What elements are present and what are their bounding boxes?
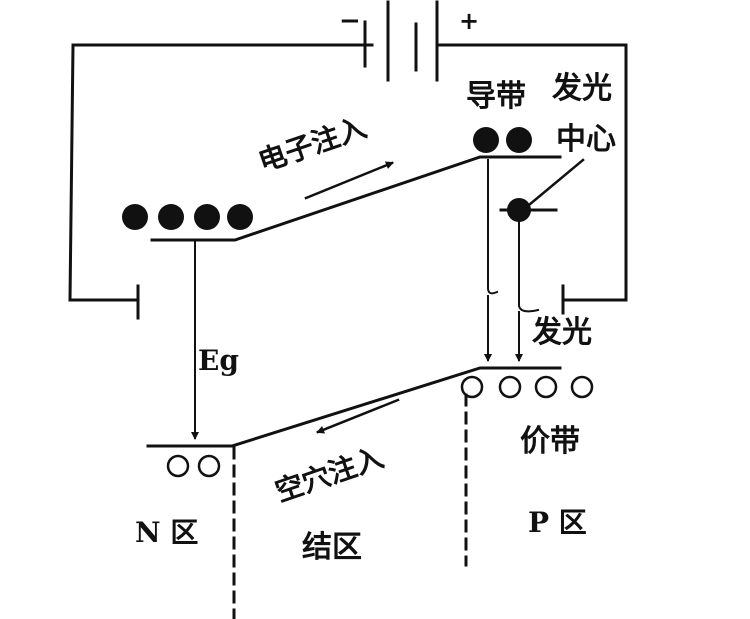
p-side-holes — [460, 375, 594, 399]
band-gap-label: Eg — [198, 344, 239, 377]
battery-negative-sign: − — [339, 6, 361, 36]
luminescence-center-label-1: 发光 — [552, 71, 612, 106]
p-side-electrons — [473, 127, 532, 153]
battery-positive-sign: + — [459, 7, 480, 35]
valence-band-line — [146, 366, 562, 448]
center-recombination-arrow — [519, 211, 540, 360]
conduction-band-line — [150, 155, 562, 242]
direct-recombination-arrow — [488, 159, 499, 360]
center-pointer — [527, 158, 585, 207]
hole-injection-arrow — [316, 398, 400, 434]
conduction-band-label: 导带 — [466, 79, 526, 114]
p-region-label: P 区 — [528, 506, 587, 539]
circuit-wire — [68, 43, 628, 320]
valence-band-label: 价带 — [520, 424, 580, 459]
battery-icon — [363, 0, 439, 82]
n-side-holes — [166, 454, 221, 478]
luminescence-center-dot — [507, 198, 531, 222]
n-side-electrons — [122, 204, 253, 230]
luminescence-center-label-2: 中心 — [556, 122, 616, 157]
light-emission-label: 发光 — [532, 315, 592, 350]
junction-region-label: 结区 — [302, 530, 362, 565]
n-region-label: N 区 — [135, 516, 199, 549]
electron-injection-arrow — [304, 161, 394, 200]
